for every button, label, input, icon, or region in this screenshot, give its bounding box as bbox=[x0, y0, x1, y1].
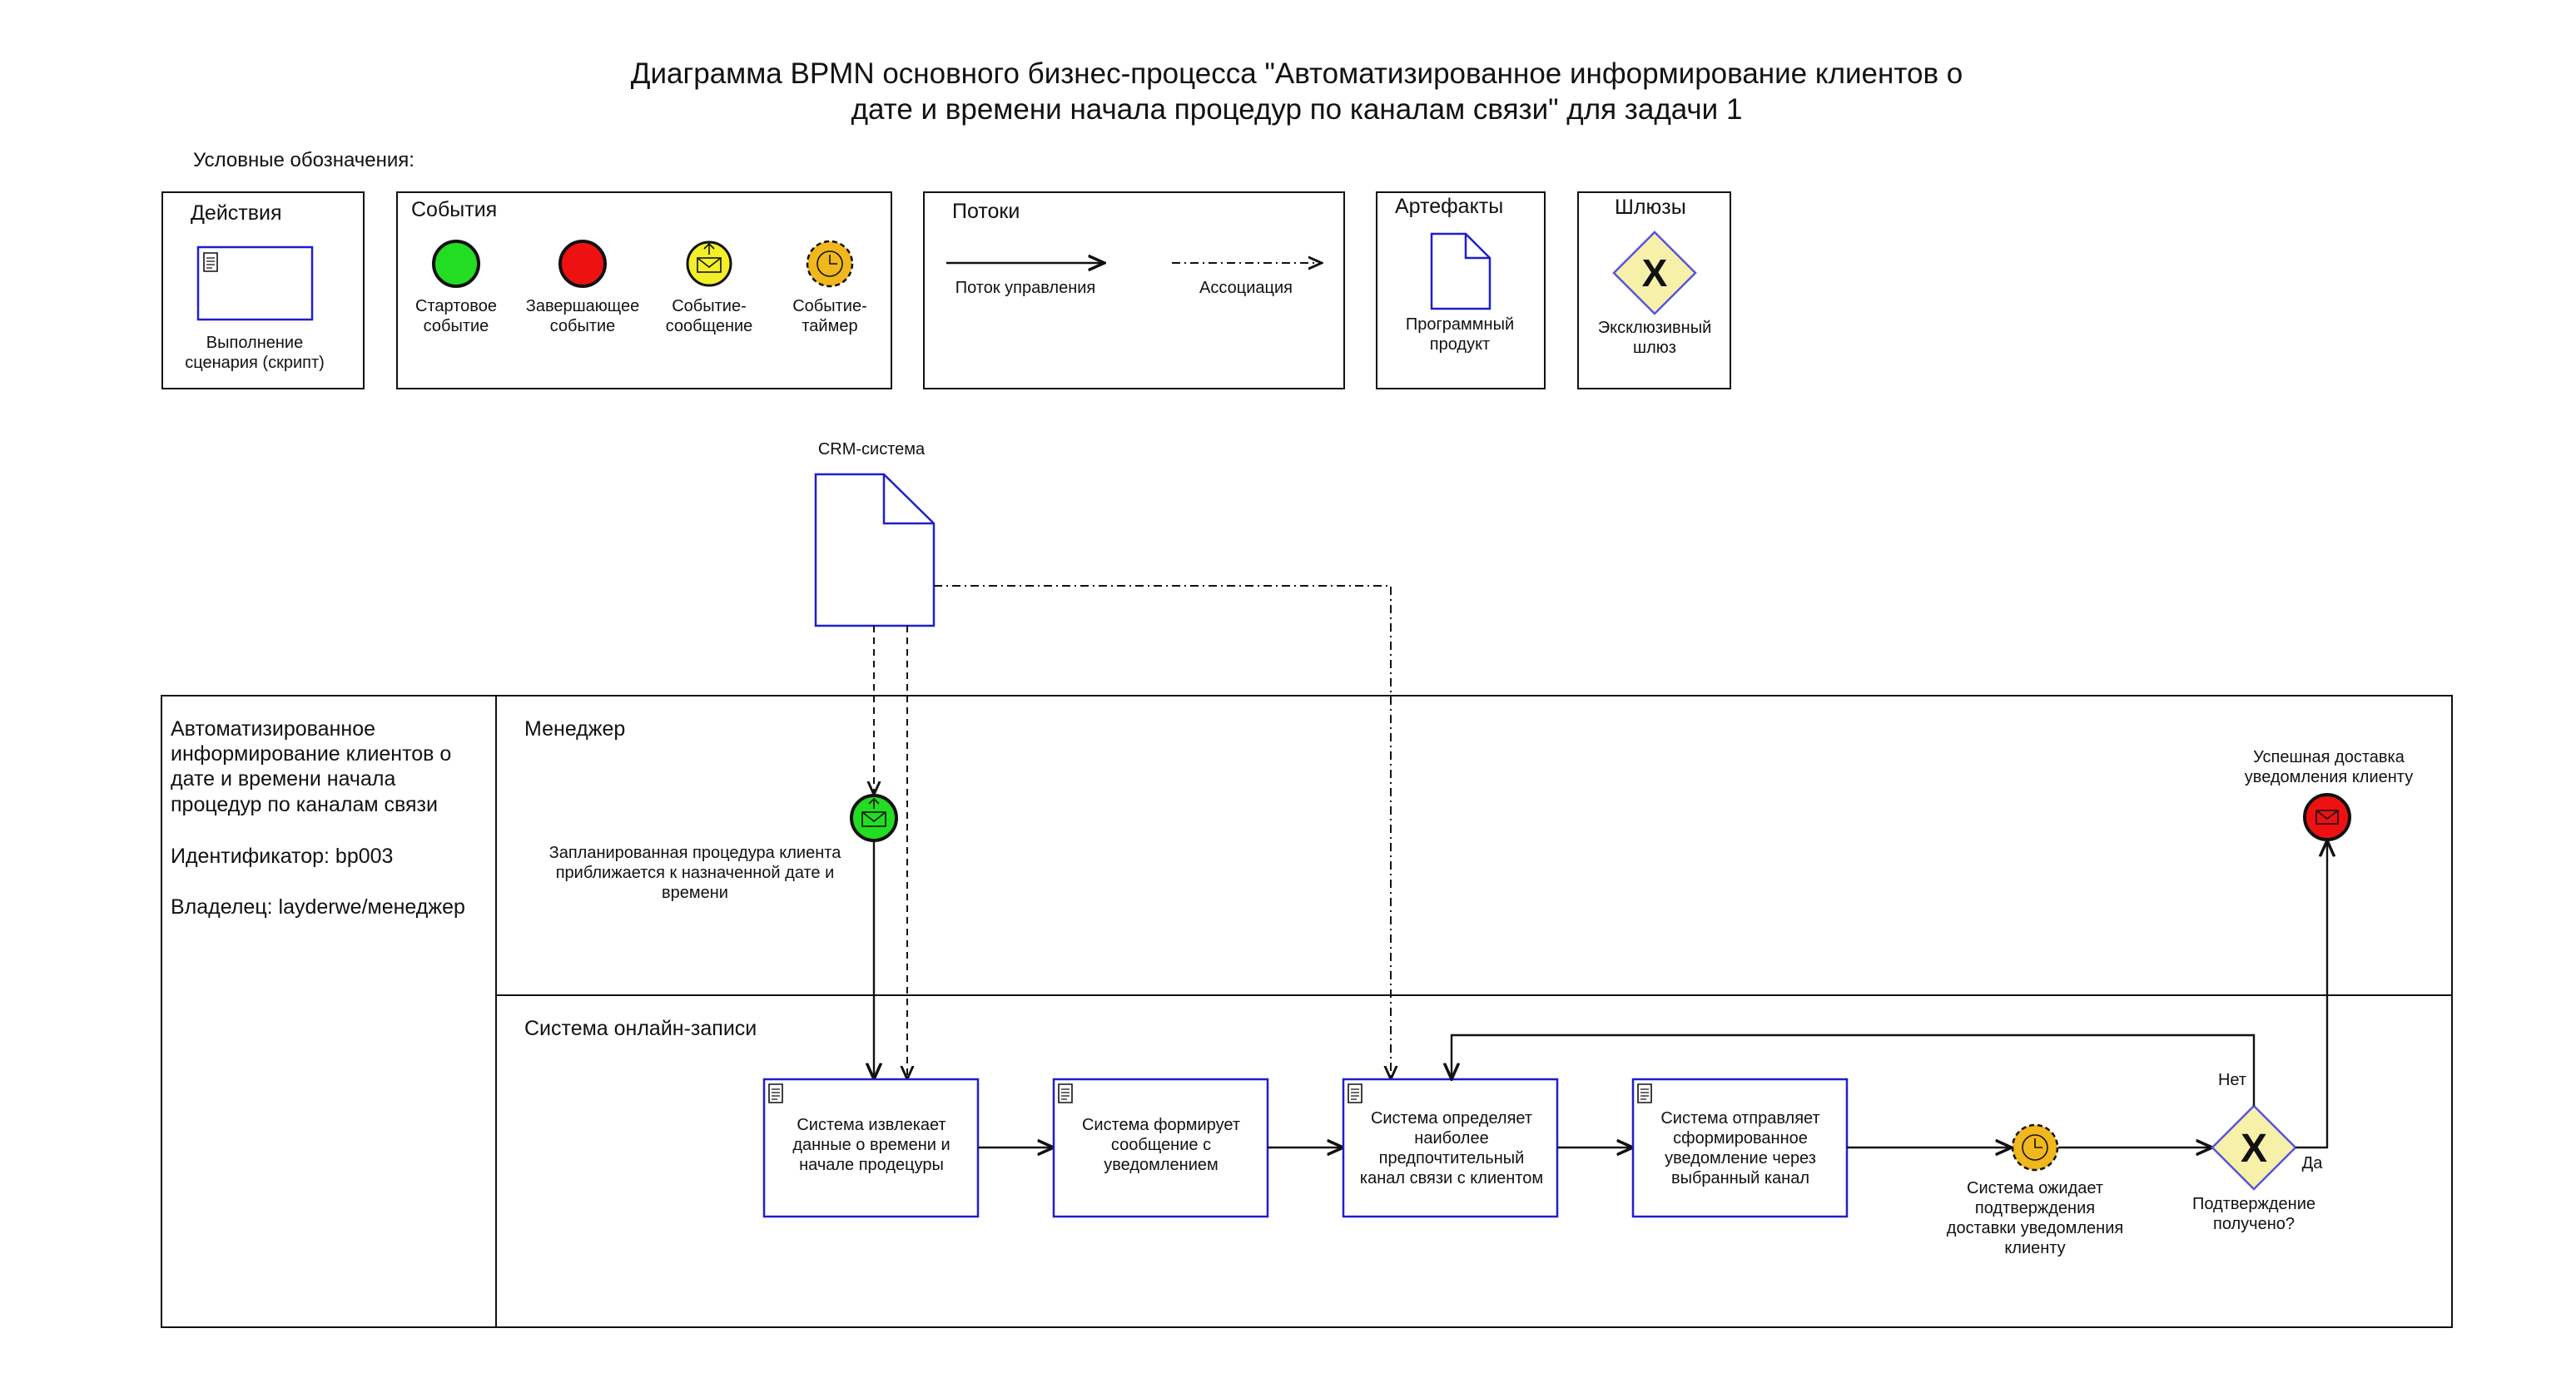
association-crm-task3 bbox=[934, 585, 1391, 1079]
legend-timer-label-2: таймер bbox=[802, 317, 857, 335]
legend-events: События Стартовое событие Завершающее со… bbox=[396, 191, 892, 389]
gateway-label: Подтверждение bbox=[2192, 1195, 2315, 1213]
task-send-notification-label-2: сформированное bbox=[1673, 1129, 1808, 1148]
task-send-notification: Система отправляет сформированное уведом… bbox=[1631, 1078, 1849, 1218]
legend-message-label: Событие- bbox=[672, 297, 747, 315]
envelope-icon bbox=[861, 797, 886, 827]
script-icon bbox=[768, 1083, 783, 1103]
legend-actions-header: Действия bbox=[191, 201, 282, 225]
timer-event-label-4: клиенту bbox=[2004, 1239, 2065, 1257]
envelope-icon bbox=[2315, 810, 2339, 825]
pool-name-4: процедур по каналам связи bbox=[171, 793, 438, 816]
legend-end-label: Завершающее bbox=[526, 297, 640, 315]
gateway-yes-label: Да bbox=[2302, 1154, 2324, 1172]
legend-start-event bbox=[432, 240, 480, 288]
flow-gateway-yes-to-end bbox=[2296, 840, 2327, 1149]
lane-system-label: Система онлайн-записи bbox=[524, 1017, 757, 1040]
crm-artifact-label: CRM-система bbox=[818, 440, 926, 459]
legend-script-task bbox=[196, 245, 314, 321]
legend-message-event bbox=[686, 240, 732, 287]
pool-owner: Владелец: layderwe/менеджер bbox=[171, 895, 465, 919]
task-extract-data-label-3: начале продецуры bbox=[799, 1156, 944, 1174]
task-extract-data-label: Система извлекает bbox=[797, 1116, 946, 1134]
flow-gateway-no-to-task3 bbox=[1452, 1034, 2256, 1106]
legend-end-label-2: событие bbox=[550, 317, 616, 335]
task-form-message-label-2: сообщение с bbox=[1111, 1136, 1211, 1154]
task-send-notification-label-4: выбранный канал bbox=[1671, 1169, 1809, 1187]
task-extract-data-label-2: данные о времени и bbox=[792, 1136, 950, 1154]
legend-gateways-header: Шлюзы bbox=[1615, 196, 1686, 219]
gateway-no-label: Нет bbox=[2218, 1071, 2246, 1089]
process-pool: Автоматизированное информирование клиент… bbox=[161, 695, 2453, 1328]
script-icon bbox=[203, 252, 218, 272]
task-extract-data: Система извлекает данные о времени и нач… bbox=[762, 1078, 980, 1218]
clock-icon bbox=[816, 250, 843, 277]
legend-association-label: Ассоциация bbox=[1199, 279, 1293, 297]
timer-event-label: Система ожидает bbox=[1967, 1179, 2103, 1197]
legend-message-label-2: сообщение bbox=[666, 317, 753, 335]
task-choose-channel-label: Система определяет bbox=[1371, 1109, 1532, 1128]
clock-icon bbox=[2022, 1134, 2048, 1161]
gateway-label-2: получено? bbox=[2213, 1215, 2295, 1233]
lane-manager-label: Менеджер bbox=[524, 717, 625, 741]
legend-exclusive-gateway bbox=[1612, 230, 1697, 315]
start-message-event bbox=[850, 794, 898, 842]
script-icon bbox=[1637, 1083, 1652, 1103]
legend-end-event bbox=[558, 240, 607, 288]
pool-name-2: информирование клиентов о bbox=[171, 742, 451, 766]
legend-events-header: События bbox=[411, 198, 497, 221]
legend-gateways-label: Эксклюзивный bbox=[1598, 319, 1712, 337]
legend-start-label: Стартовое bbox=[415, 297, 497, 315]
legend-flows-header: Потоки bbox=[952, 200, 1020, 223]
task-form-message-label: Система формирует bbox=[1082, 1116, 1240, 1134]
legend-actions-label: Выполнение bbox=[206, 334, 303, 352]
end-message-event bbox=[2303, 793, 2351, 841]
start-event-label: Запланированная процедура клиента bbox=[549, 844, 842, 862]
gateway-x-icon: X bbox=[1642, 251, 1668, 295]
legend-start-label-2: событие bbox=[424, 317, 489, 335]
task-send-notification-label-3: уведомление через bbox=[1665, 1149, 1816, 1167]
timer-event-label-3: доставки уведомления bbox=[1947, 1219, 2123, 1237]
legend-flows: Потоки Поток управления Ассоциация bbox=[923, 191, 1345, 389]
envelope-icon bbox=[697, 242, 722, 273]
gateway-x-icon: X bbox=[2241, 1127, 2267, 1171]
task-form-message-label-3: уведомлением bbox=[1104, 1156, 1219, 1174]
task-choose-channel-label-3: предпочтительный bbox=[1379, 1149, 1525, 1167]
task-choose-channel-label-2: наиболее bbox=[1414, 1129, 1488, 1148]
diagram-title-line-1: Диаграмма BPMN основного бизнес-процесса… bbox=[631, 57, 1963, 90]
legend-artifacts-label-2: продукт bbox=[1430, 335, 1490, 354]
start-event-label-3: времени bbox=[662, 884, 728, 902]
timer-event-label-2: подтверждения bbox=[1975, 1199, 2095, 1217]
legend-gateways-label-2: шлюз bbox=[1633, 339, 1676, 357]
legend-artifacts: Артефакты Программный продукт bbox=[1376, 191, 1546, 389]
script-icon bbox=[1058, 1083, 1073, 1103]
pool-name-3: дате и времени начала bbox=[171, 767, 395, 791]
document-icon bbox=[1430, 232, 1491, 310]
legend-control-flow-label: Поток управления bbox=[955, 279, 1096, 297]
end-event-label-2: уведомления клиенту bbox=[2245, 768, 2413, 786]
legend-timer-label: Событие- bbox=[792, 297, 867, 315]
end-event-label: Успешная доставка bbox=[2253, 748, 2405, 766]
task-choose-channel: Система определяет наиболее предпочтител… bbox=[1342, 1078, 1559, 1218]
legend-actions-label-2: сценария (скрипт) bbox=[185, 354, 325, 372]
legend-gateways: Шлюзы X Эксклюзивный шлюз bbox=[1577, 191, 1731, 389]
script-icon bbox=[1348, 1083, 1362, 1103]
start-event-label-2: приближается к назначенной дате и bbox=[556, 864, 835, 882]
legend-artifacts-label: Программный bbox=[1406, 315, 1514, 334]
task-form-message: Система формирует сообщение с уведомлени… bbox=[1052, 1078, 1269, 1218]
pool-identifier: Идентификатор: bp003 bbox=[171, 845, 393, 868]
task-choose-channel-label-4: канал связи с клиентом bbox=[1360, 1169, 1543, 1187]
exclusive-gateway bbox=[2211, 1104, 2297, 1191]
task-send-notification-label: Система отправляет bbox=[1660, 1109, 1819, 1128]
legend-artifacts-header: Артефакты bbox=[1395, 195, 1503, 218]
crm-artifact bbox=[814, 473, 936, 627]
legend-actions: Действия Выполнение сценария (скрипт) bbox=[161, 191, 365, 389]
diagram-title-line-2: дате и времени начала процедур по канала… bbox=[851, 93, 1743, 126]
legend-caption: Условные обозначения: bbox=[193, 149, 414, 171]
pool-name: Автоматизированное bbox=[171, 717, 375, 741]
